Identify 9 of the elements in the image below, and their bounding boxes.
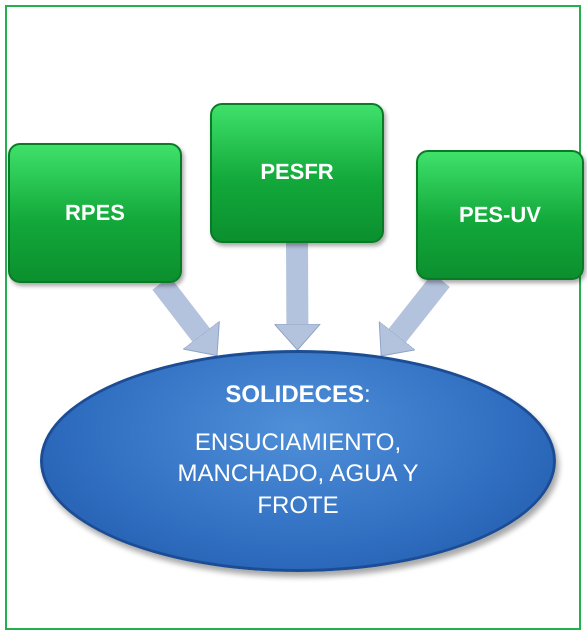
rounded-box [416,150,584,280]
node-text: ENSUCIAMIENTO, MANCHADO, AGUA Y FROTE [176,428,420,521]
node-heading: SOLIDECES: [225,381,371,410]
rounded-box [8,143,182,283]
node-label: PES-UV [459,202,541,228]
rounded-box [210,103,384,243]
node-label: PESFR [260,159,334,185]
node-label: RPES [65,200,125,226]
block-arrow [274,242,321,350]
